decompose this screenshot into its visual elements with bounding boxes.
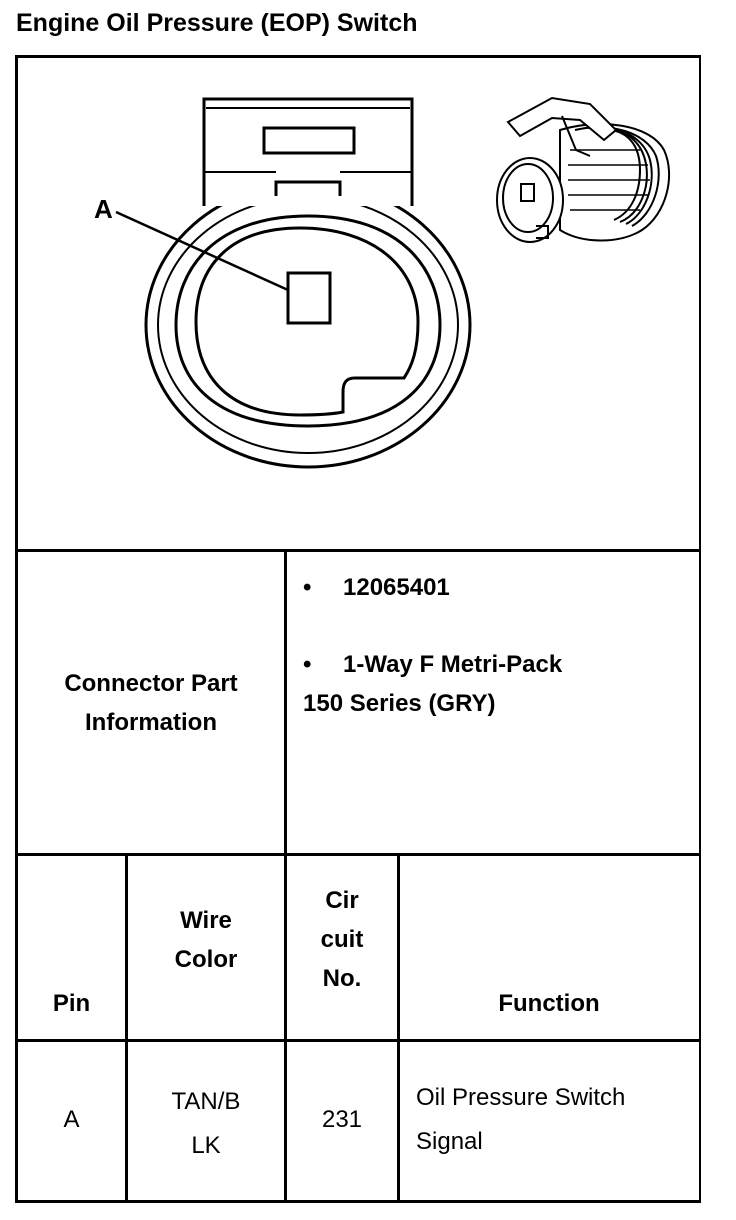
divider-header: [15, 1039, 701, 1042]
header-wire-color-line1: Wire: [180, 906, 232, 934]
row-circuit-no: 231: [287, 1042, 397, 1200]
row-circuit-value: 231: [321, 1105, 363, 1133]
header-circuit-no: Cir cuit No.: [287, 856, 397, 1039]
header-function: Function: [400, 856, 698, 1039]
row-function-line2: Signal: [416, 1128, 483, 1155]
bullet-icon: •: [303, 574, 312, 601]
row-wire-color-line1: TAN/B: [171, 1088, 241, 1115]
divider-col-wire: [284, 853, 287, 1203]
header-function-text: Function: [498, 990, 600, 1017]
bullet-icon: •: [303, 651, 312, 678]
connector-description-line2: 150 Series (GRY): [303, 690, 496, 717]
divider-part-info-col: [284, 549, 287, 856]
row-wire-color: TAN/B LK: [128, 1042, 284, 1200]
connector-isometric-view: [496, 96, 671, 243]
header-circuit-line3: No.: [322, 965, 362, 992]
header-circuit-line1: Cir: [325, 887, 359, 914]
divider-col-pin: [125, 853, 128, 1203]
divider-diagram: [15, 549, 701, 552]
page-title: Engine Oil Pressure (EOP) Switch: [16, 9, 418, 37]
part-number: 12065401: [343, 574, 450, 601]
connector-part-info-label: Connector Part Information: [18, 552, 284, 853]
header-pin: Pin: [18, 856, 125, 1039]
pin-callout-label: A: [94, 194, 113, 224]
header-pin-text: Pin: [52, 990, 91, 1017]
part-number-item: • 12065401: [303, 568, 450, 607]
connector-face-view: [115, 97, 472, 469]
connector-description-item: • 1-Way F Metri-Pack 150 Series (GRY): [303, 645, 562, 723]
connector-table: [15, 55, 701, 1203]
divider-part-info: [15, 853, 701, 856]
row-pin-value: A: [63, 1105, 80, 1133]
row-function-line1: Oil Pressure Switch: [416, 1084, 626, 1111]
header-wire-color: Wire Color: [128, 856, 284, 1039]
connector-description-line1: 1-Way F Metri-Pack: [343, 651, 563, 678]
header-wire-color-line2: Color: [174, 945, 238, 973]
row-wire-color-line2: LK: [191, 1132, 221, 1159]
row-pin: A: [18, 1042, 125, 1200]
connector-part-info-label-line1: Connector Part: [64, 669, 238, 697]
row-function: Oil Pressure Switch Signal: [400, 1042, 698, 1200]
connector-part-info-label-line2: Information: [85, 708, 217, 736]
divider-col-circuit: [397, 853, 400, 1203]
header-circuit-line2: cuit: [320, 926, 364, 953]
connector-diagram: A: [94, 96, 671, 469]
